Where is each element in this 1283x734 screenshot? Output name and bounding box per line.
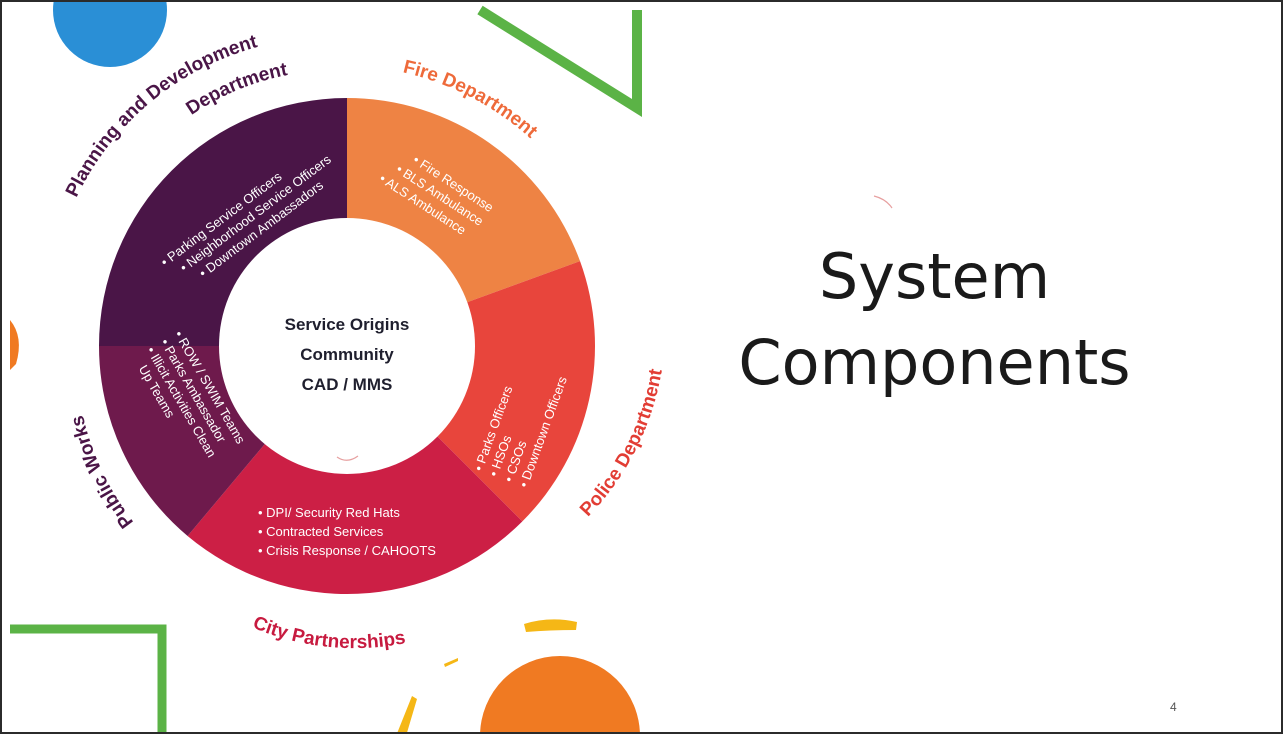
- wheel-center-hub: [219, 218, 475, 474]
- city-item-1: • DPI/ Security Red Hats: [258, 505, 400, 520]
- orange-edge-decoration: [10, 320, 19, 370]
- title-line-1: System: [818, 240, 1051, 313]
- center-line-2: Community: [300, 345, 394, 364]
- service-wheel-diagram: Service Origins Community CAD / MMS Plan…: [62, 31, 667, 653]
- slide-number: 4: [1170, 700, 1177, 714]
- center-line-1: Service Origins: [285, 315, 410, 334]
- blue-circle-decoration: [53, 2, 167, 67]
- yellow-dash-decoration: [524, 619, 577, 632]
- segment-public-works: [99, 346, 269, 536]
- wheel-segments: [99, 98, 595, 594]
- pink-mark-decoration: [873, 195, 893, 209]
- city-item-3: • Crisis Response / CAHOOTS: [258, 543, 436, 558]
- segment-fire: [347, 98, 581, 305]
- yellow-stroke-decoration: [397, 696, 417, 732]
- city-item-2: • Contracted Services: [258, 524, 384, 539]
- segment-police: [433, 261, 595, 522]
- yellow-tick-decoration: [444, 658, 458, 667]
- city-items: • DPI/ Security Red Hats • Contracted Se…: [258, 505, 436, 558]
- segment-city: [187, 432, 523, 594]
- city-partnerships-label: City Partnerships: [250, 612, 407, 653]
- green-triangle-decoration: [477, 5, 642, 118]
- center-line-3: CAD / MMS: [302, 375, 393, 394]
- slide-title: System Components: [722, 234, 1147, 406]
- title-line-2: Components: [738, 326, 1131, 399]
- segment-planning: [99, 98, 347, 346]
- green-frame-decoration: [10, 624, 167, 732]
- hub-mark-decoration: [336, 455, 359, 461]
- orange-semicircle-decoration: [480, 656, 640, 732]
- city-label: City Partnerships: [250, 612, 407, 653]
